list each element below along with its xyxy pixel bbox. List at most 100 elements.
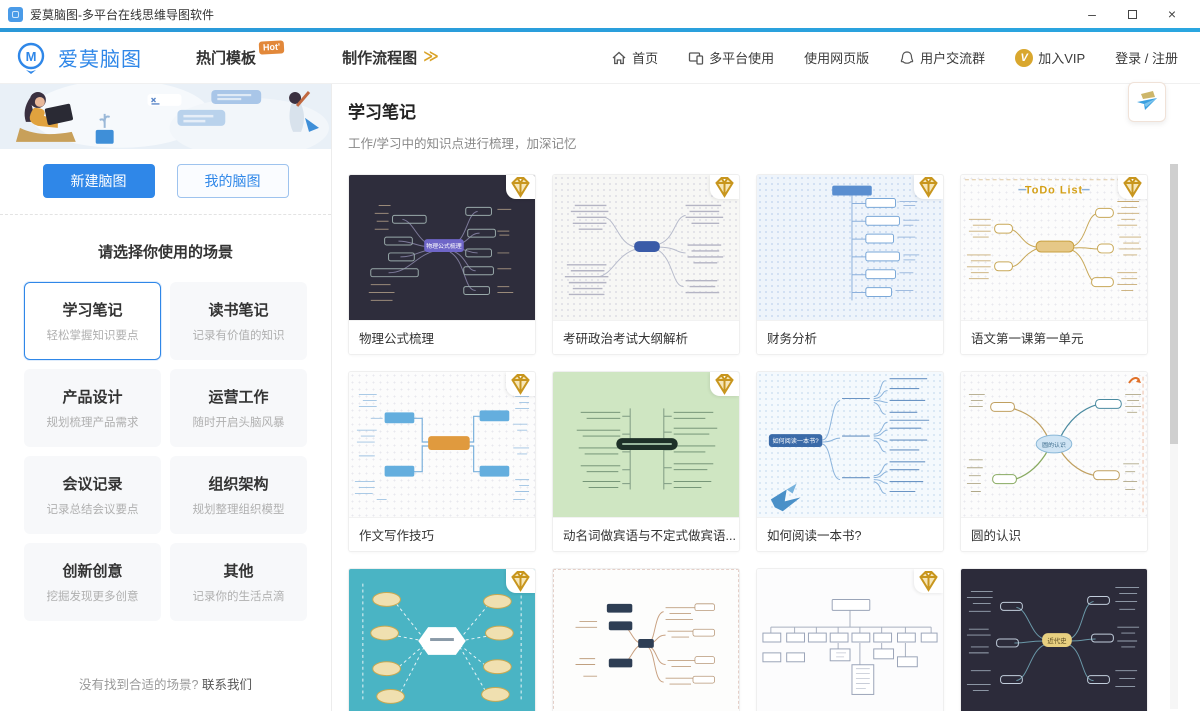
- template-thumbnail: [553, 175, 739, 320]
- mindmap-preview-graphic: 如何阅读一本书?: [768, 378, 930, 512]
- nav-join-vip[interactable]: V 加入VIP: [1015, 48, 1085, 67]
- nav-login-register[interactable]: 登录 / 注册: [1115, 51, 1178, 66]
- hot-badge: Hot': [258, 40, 285, 55]
- chat-group-icon: [900, 50, 914, 64]
- nav-user-group[interactable]: 用户交流群: [899, 48, 985, 67]
- primary-nav: 热门模板 Hot' 制作流程图 ≫: [196, 40, 495, 68]
- close-button[interactable]: ×: [1167, 6, 1177, 22]
- app-icon: [8, 6, 23, 22]
- header: M 爱莫脑图 热门模板 Hot' 制作流程图 ≫ 首页 多平台使用: [0, 32, 1200, 84]
- template-thumbnail: 圆的认识: [961, 372, 1147, 517]
- template-card-row3-4[interactable]: 近代史: [960, 568, 1148, 711]
- devices-icon: [688, 51, 704, 65]
- template-thumbnail: 物理公式梳理: [349, 175, 535, 320]
- scene-card-reading-notes[interactable]: 读书笔记 记录有价值的知识: [170, 282, 307, 360]
- page-title: 学习笔记: [348, 103, 416, 122]
- template-thumbnail: [553, 372, 739, 517]
- scene-card-other[interactable]: 其他 记录你的生活点滴: [170, 543, 307, 621]
- template-card-circle[interactable]: 圆的认识: [960, 371, 1148, 552]
- mindmap-preview-graphic: [832, 185, 920, 301]
- mindmap-preview-graphic: 物理公式梳理: [368, 204, 514, 301]
- window-titlebar: 爱莫脑图-多平台在线思维导图软件 – ×: [0, 0, 1200, 28]
- mindmap-preview-graphic: [576, 408, 718, 490]
- scene-card-meeting-minutes[interactable]: 会议记录 记录总结会议要点: [24, 456, 161, 534]
- scene-card-product-design[interactable]: 产品设计 规划梳理产品需求: [24, 369, 161, 447]
- svg-text:如何阅读一本书?: 如何阅读一本书?: [772, 437, 819, 445]
- vip-badge-icon: [914, 569, 943, 593]
- accent-strip: [0, 28, 1200, 32]
- logo[interactable]: M 爱莫脑图: [14, 41, 142, 75]
- template-card-essay[interactable]: 作文写作技巧: [348, 371, 536, 552]
- divider: [0, 214, 331, 215]
- mindmap-preview-graphic: [575, 603, 715, 685]
- template-thumbnail: 如何阅读一本书?: [757, 372, 943, 517]
- template-grid: 物理公式梳理: [348, 174, 1148, 711]
- my-mindmaps-button[interactable]: 我的脑图: [176, 164, 289, 198]
- vip-badge-icon: [1118, 175, 1147, 199]
- vip-badge-icon: [710, 175, 739, 199]
- vip-icon: V: [1015, 48, 1034, 67]
- sidebar-illustration: [0, 84, 331, 149]
- vip-badge-icon: [506, 175, 535, 199]
- template-title: 作文写作技巧: [349, 517, 535, 551]
- scene-card-org-structure[interactable]: 组织架构 规划整理组织模型: [170, 456, 307, 534]
- scrollbar-track[interactable]: [1170, 164, 1178, 709]
- vip-badge-icon: [506, 569, 535, 593]
- template-thumbnail: 近代史: [961, 569, 1147, 711]
- template-card-row3-1[interactable]: [348, 568, 536, 711]
- mindmap-preview-graphic: [362, 583, 522, 704]
- sidebar-footer: 没有找到合适的场景? 联系我们: [79, 678, 252, 692]
- scene-card-study-notes[interactable]: 学习笔记 轻松掌握知识要点: [24, 282, 161, 360]
- scene-grid: 学习笔记 轻松掌握知识要点 读书笔记 记录有价值的知识 产品设计 规划梳理产品需…: [0, 282, 331, 621]
- template-thumbnail: [757, 175, 943, 320]
- template-card-gerund[interactable]: 动名词做宾语与不定式做宾语...: [552, 371, 740, 552]
- nav-hot-templates[interactable]: 热门模板 Hot': [196, 40, 285, 68]
- nav-home[interactable]: 首页: [611, 48, 658, 67]
- template-thumbnail: [349, 569, 535, 711]
- nav-web-version[interactable]: 使用网页版: [804, 51, 870, 66]
- paper-plane-icon: [1137, 91, 1157, 110]
- template-card-physics[interactable]: 物理公式梳理: [348, 174, 536, 355]
- page-subtitle: 工作/学习中的知识点进行梳理，加深记忆: [348, 137, 577, 151]
- mindmap-preview-graphic: ToDo List: [964, 179, 1144, 291]
- vip-badge-icon: [506, 372, 535, 396]
- template-card-how-to-read[interactable]: 如何阅读一本书? 如何阅读一本书?: [756, 371, 944, 552]
- template-card-politics[interactable]: 考研政治考试大纲解析: [552, 174, 740, 355]
- template-title: 财务分析: [757, 320, 943, 354]
- template-thumbnail: [757, 569, 943, 711]
- minimize-button[interactable]: –: [1088, 6, 1096, 22]
- contact-us-link[interactable]: 联系我们: [201, 678, 252, 692]
- template-title: 物理公式梳理: [349, 320, 535, 354]
- template-card-chinese-lesson[interactable]: ToDo List: [960, 174, 1148, 355]
- logo-m-icon: M: [14, 41, 48, 75]
- template-card-row3-2[interactable]: [552, 568, 740, 711]
- mindmap-preview-graphic: 圆的认识: [966, 376, 1144, 513]
- home-icon: [612, 51, 626, 64]
- template-thumbnail: [553, 569, 739, 711]
- scene-card-innovation[interactable]: 创新创意 挖掘发现更多创意: [24, 543, 161, 621]
- scene-card-operations[interactable]: 运营工作 随时开启头脑风暴: [170, 369, 307, 447]
- svg-text:近代史: 近代史: [1047, 636, 1067, 645]
- nav-make-flowchart[interactable]: 制作流程图 ≫: [342, 48, 439, 67]
- secondary-nav: 首页 多平台使用 使用网页版 用户交流群 V 加入VIP 登录 / 注册: [581, 48, 1178, 67]
- mindmap-preview-graphic: 近代史: [966, 587, 1140, 691]
- mindmap-preview-graphic: [762, 598, 938, 695]
- scene-heading: 请选择你使用的场景: [97, 244, 233, 261]
- scrollbar-thumb[interactable]: [1170, 164, 1178, 444]
- template-card-finance[interactable]: 财务分析: [756, 174, 944, 355]
- floating-promo-button[interactable]: [1128, 82, 1166, 122]
- window-title: 爱莫脑图-多平台在线思维导图软件: [30, 7, 214, 22]
- vip-badge-icon: [710, 372, 739, 396]
- brand-name: 爱莫脑图: [58, 49, 142, 71]
- maximize-button[interactable]: [1112, 2, 1152, 26]
- template-title: 考研政治考试大纲解析: [553, 320, 739, 354]
- template-title: 如何阅读一本书?: [757, 517, 943, 551]
- template-card-row3-3[interactable]: [756, 568, 944, 711]
- new-mindmap-button[interactable]: 新建脑图: [42, 164, 155, 198]
- nav-multi-platform[interactable]: 多平台使用: [688, 48, 774, 67]
- template-title: 动名词做宾语与不定式做宾语...: [553, 517, 739, 551]
- svg-text:ToDo List: ToDo List: [1025, 185, 1083, 197]
- template-title: 语文第一课第一单元: [961, 320, 1147, 354]
- main-content: 学习笔记 工作/学习中的知识点进行梳理，加深记忆: [332, 82, 1200, 711]
